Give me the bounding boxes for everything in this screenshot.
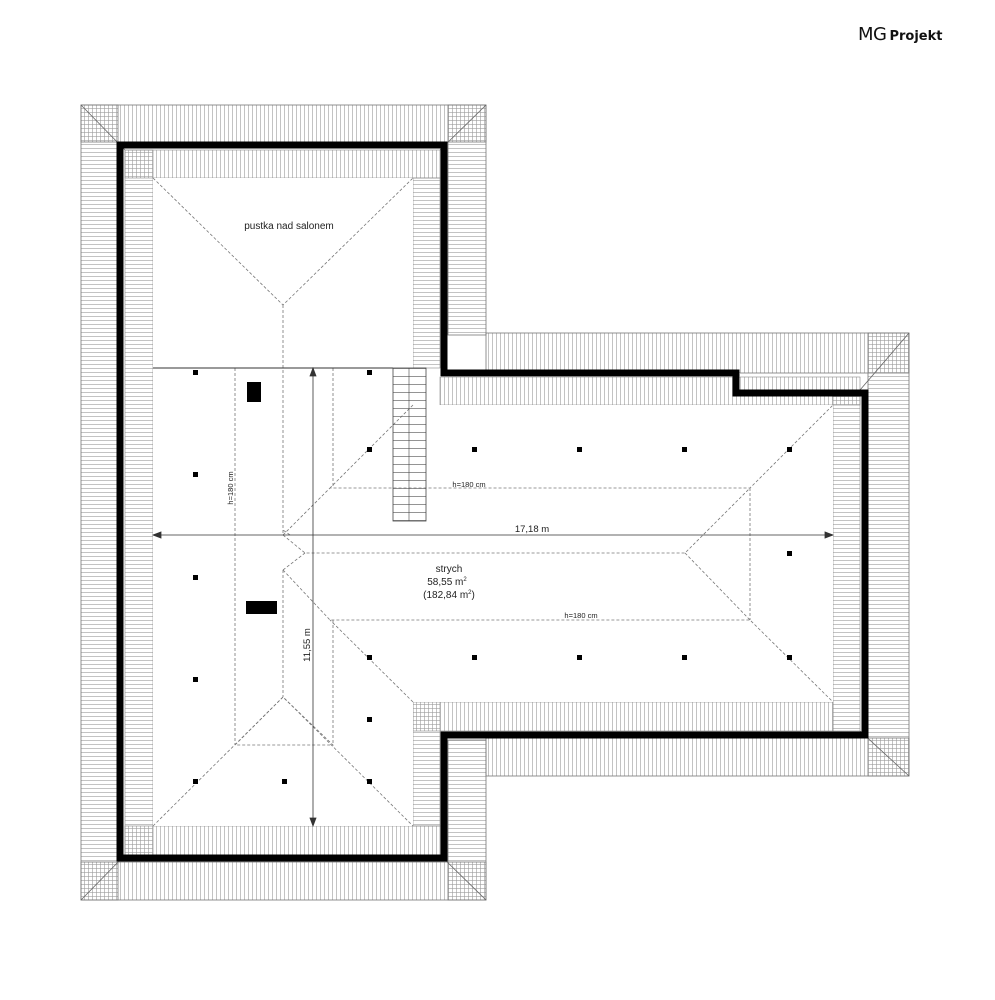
roof-eaves [80, 104, 910, 901]
height-label-bottom: h=180 cm [564, 611, 597, 620]
dim-depth: 11,55 m [302, 628, 313, 662]
room-area-total-close: ) [472, 590, 475, 601]
chimney-top [247, 382, 261, 402]
room-area-total-value: (182,84 m [423, 590, 468, 601]
dimension-lines [151, 366, 835, 828]
room-area-total: (182,84 m2) [423, 590, 475, 601]
room-area-sup: 2 [463, 577, 467, 583]
staircase [392, 367, 427, 522]
exterior-walls [116, 141, 869, 862]
room-area-total-sup: 2 [468, 590, 472, 596]
logo-projekt: Projekt [889, 29, 943, 44]
attic-interior [153, 178, 833, 826]
logo-mg: MG [858, 24, 887, 45]
room-area: 58,55 m2 [427, 577, 467, 588]
roof-posts [193, 370, 792, 784]
dim-width: 17,18 m [515, 524, 549, 535]
chimney-bottom [246, 601, 277, 614]
height-label-top: h=180 cm [452, 480, 485, 489]
void-label: pustka nad salonem [244, 221, 334, 232]
room-area-value: 58,55 m [427, 577, 463, 588]
room-name: strych [436, 564, 463, 575]
height-label-left: h=180 cm [226, 471, 235, 504]
